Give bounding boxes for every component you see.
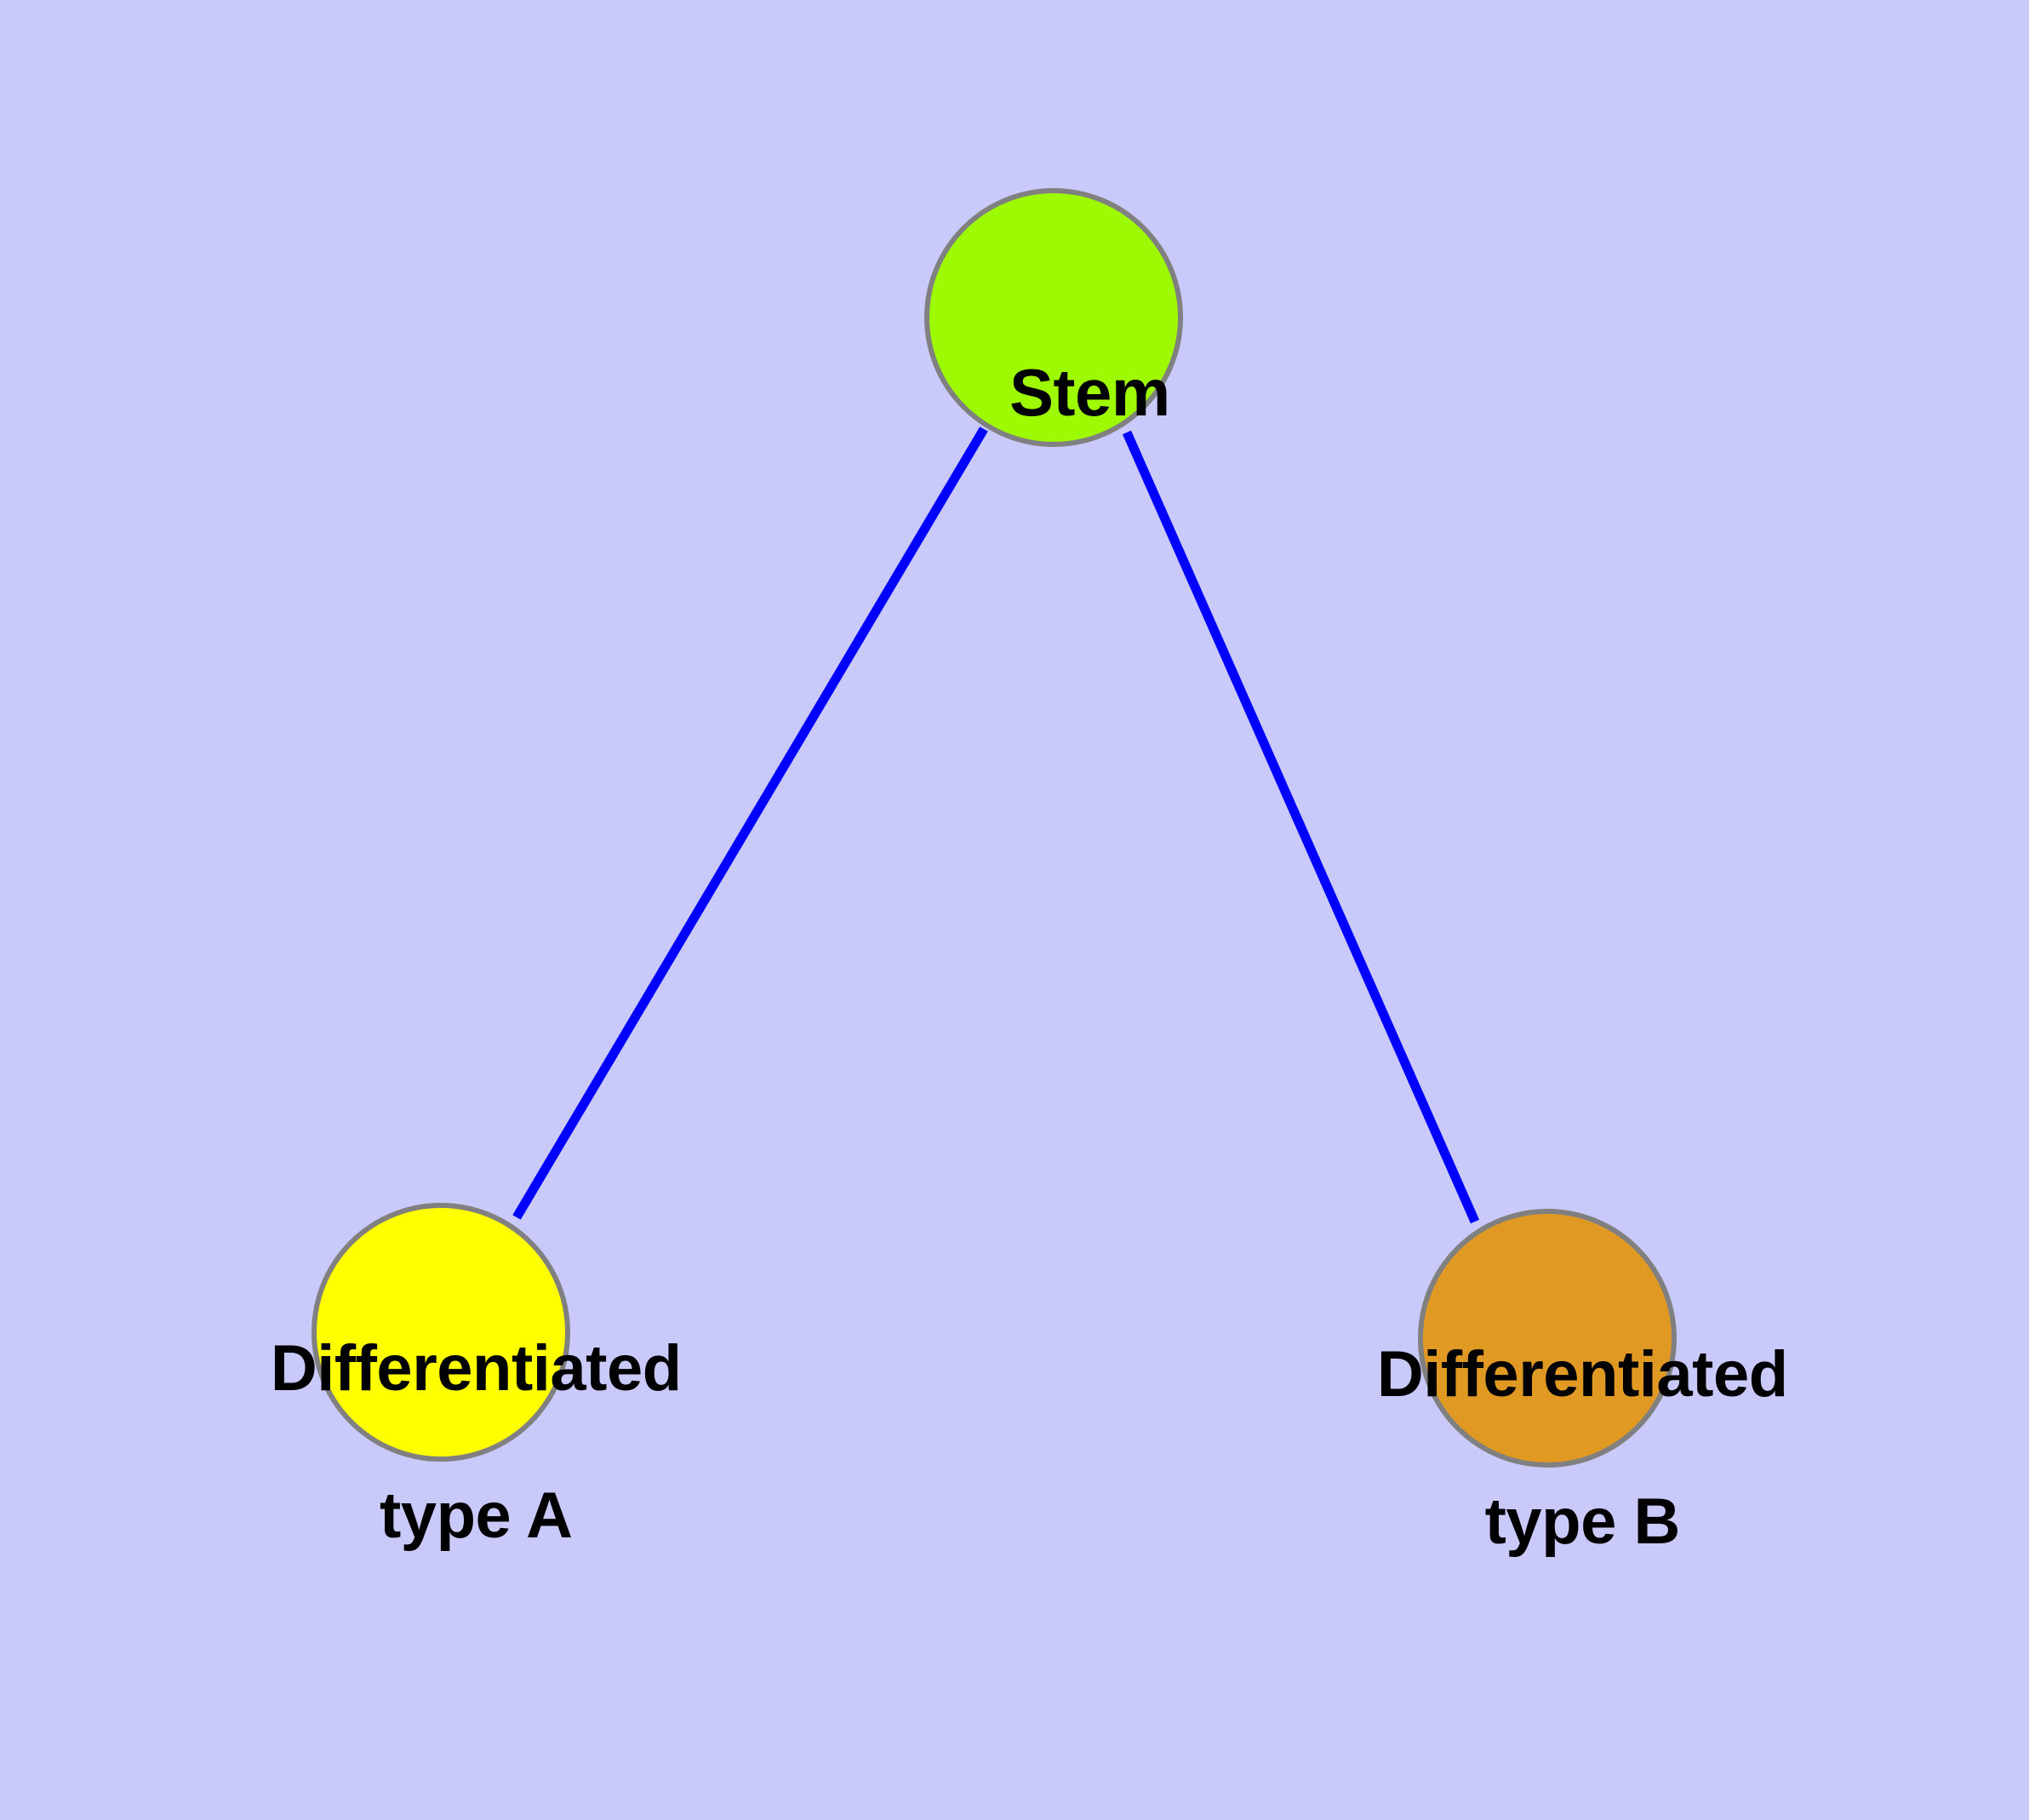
node-differentiated-type-b[interactable]: [1418, 1209, 1677, 1468]
node-differentiated-type-a[interactable]: [311, 1203, 570, 1462]
node-stem[interactable]: [924, 188, 1183, 447]
edge-stem-to-type-a: [512, 426, 988, 1220]
edge-stem-to-type-b: [1122, 430, 1480, 1224]
